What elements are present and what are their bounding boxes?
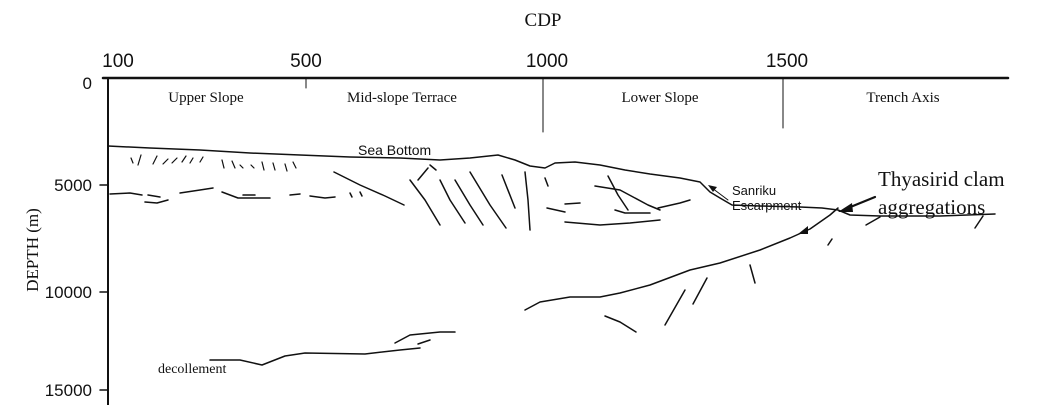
slab-arrowhead	[798, 226, 808, 234]
sanriku-label-line2: Escarpment	[732, 198, 802, 213]
x-tick-label: 500	[290, 51, 322, 72]
deep-reflector-segment	[418, 340, 430, 344]
x-axis-title: CDP	[525, 10, 562, 31]
sea-bottom-line	[108, 146, 995, 216]
zone-label-mid-slope-terrace: Mid-slope Terrace	[347, 90, 457, 106]
deep-decollement-reflector	[210, 348, 420, 365]
thyasirid-label-line2: aggregations	[878, 195, 985, 219]
upper-slope-reflectors	[131, 155, 296, 171]
zone-label-trench-axis: Trench Axis	[866, 90, 939, 106]
y-tick-label: 15000	[45, 381, 92, 400]
zone-label-upper-slope: Upper Slope	[168, 90, 244, 106]
x-tick-label: 100	[102, 51, 134, 72]
y-tick-label: 0	[83, 74, 92, 93]
thyasirid-label-line1: Thyasirid clam	[878, 167, 1005, 191]
y-tick-label: 5000	[54, 176, 92, 195]
y-tick-label: 10000	[45, 283, 92, 302]
y-axis-title: DEPTH (m)	[23, 208, 42, 292]
mid-slope-faults	[334, 165, 690, 230]
thyasirid-arrowhead	[838, 203, 853, 212]
lower-dashed-reflector	[110, 188, 362, 203]
trench-faults	[605, 216, 983, 332]
sanriku-label-line1: Sanriku	[732, 183, 776, 198]
zone-label-lower-slope: Lower Slope	[621, 90, 698, 106]
decollement-label: decollement	[158, 362, 227, 377]
sea-bottom-label: Sea Bottom	[358, 142, 431, 158]
x-tick-label: 1000	[526, 51, 568, 72]
x-tick-label: 1500	[766, 51, 808, 72]
